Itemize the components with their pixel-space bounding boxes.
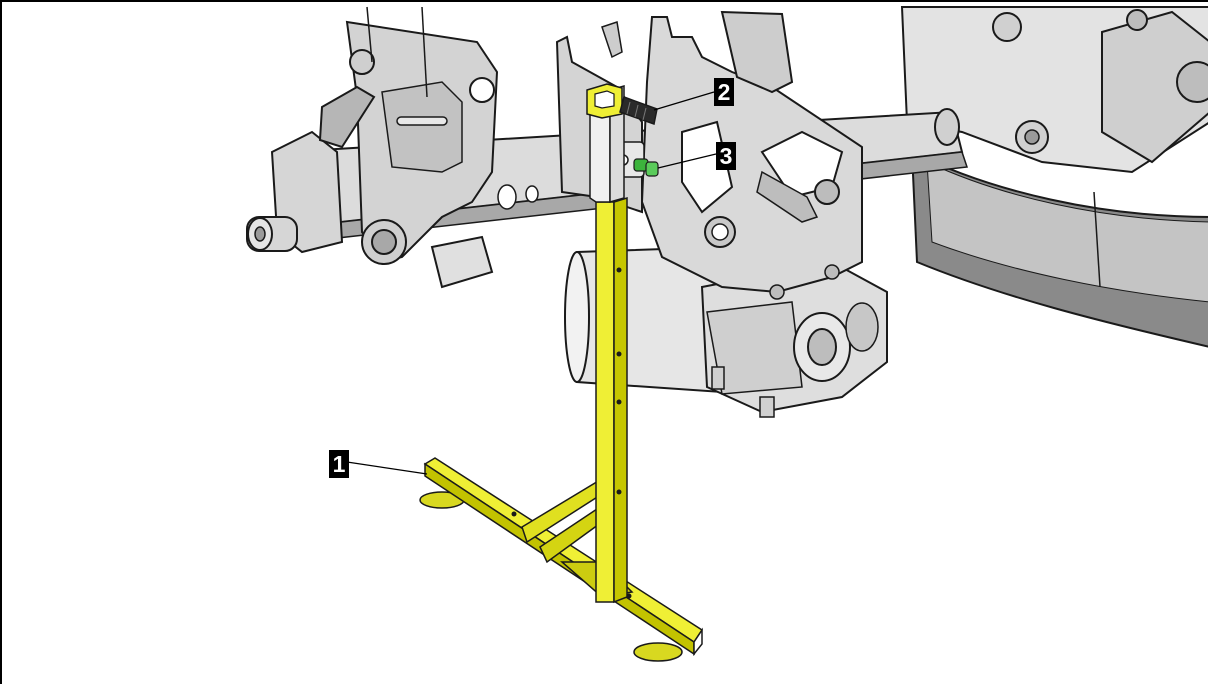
callout-3: 3 [716,142,736,170]
callout-1: 1 [329,450,349,478]
leader-line-3 [657,153,717,169]
leader-line-1 [346,461,428,475]
gearbox-assembly-upper [900,6,1208,174]
mounting-plate [640,10,863,300]
callout-2: 2 [714,78,734,106]
locking-pin [619,96,658,125]
gearbox-lower [700,260,888,418]
support-stand [419,83,704,662]
rotor-guard [910,150,1208,348]
stand-foot [633,642,683,662]
lynch-pin-clip [633,158,659,177]
leader-line-2 [653,91,715,111]
left-hitch-assembly [246,6,499,289]
